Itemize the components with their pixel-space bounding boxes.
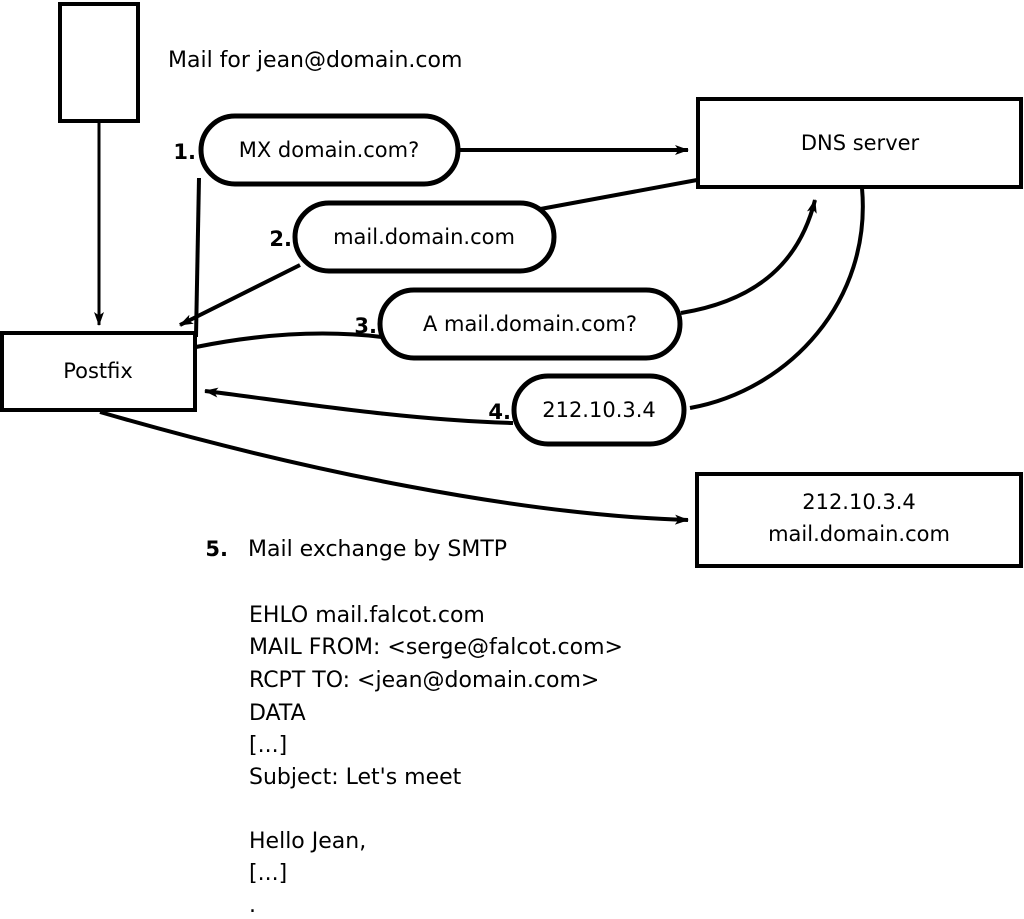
- transcript-line: Subject: Let's meet: [249, 765, 462, 790]
- node-target-server-ip: 212.10.3.4: [802, 490, 916, 514]
- step-bubble-1-label: MX domain.com?: [239, 138, 420, 162]
- smtp-step-label: Mail exchange by SMTP: [248, 537, 507, 562]
- transcript-line: .: [249, 893, 256, 918]
- transcript-line: MAIL FROM: <serge@falcot.com>: [249, 635, 623, 660]
- step-number-3: 3.: [354, 314, 377, 338]
- step-number-5: 5.: [205, 537, 228, 561]
- node-dns-server: DNS server: [696, 97, 1023, 189]
- edge-postfix-to-target-server: [99, 410, 689, 525]
- node-postfix-label: Postfix: [63, 359, 133, 383]
- edge-mx-answer-to-postfix: [179, 263, 301, 327]
- edge-postfix-to-mx-query: [194, 177, 201, 338]
- step-number-4: 4.: [488, 400, 511, 424]
- edge-postfix-to-a-query: [195, 331, 383, 349]
- smtp-transcript: EHLO mail.falcot.com MAIL FROM: <serge@f…: [249, 603, 623, 918]
- step-bubble-2-label: mail.domain.com: [333, 225, 515, 249]
- step-bubble-4-label: 212.10.3.4: [542, 398, 656, 422]
- step-bubble-2: mail.domain.com 2.: [269, 200, 557, 274]
- transcript-line: RCPT TO: <jean@domain.com>: [249, 668, 599, 693]
- step-bubble-3: A mail.domain.com? 3.: [354, 287, 683, 361]
- step-bubble-3-label: A mail.domain.com?: [423, 312, 637, 336]
- page-title: Mail for jean@domain.com: [168, 48, 462, 73]
- node-postfix: Postfix: [0, 331, 197, 412]
- step-number-1: 1.: [173, 140, 196, 164]
- node-target-server: 212.10.3.4 mail.domain.com: [695, 472, 1023, 568]
- transcript-line: Hello Jean,: [249, 829, 366, 854]
- node-target-server-host: mail.domain.com: [768, 522, 950, 546]
- step-bubble-1: MX domain.com? 1.: [173, 113, 461, 187]
- edge-a-answer-to-postfix: [204, 387, 514, 425]
- step-number-2: 2.: [269, 227, 292, 251]
- node-envelope: [58, 2, 140, 123]
- step-bubble-4: 212.10.3.4 4.: [488, 373, 687, 447]
- transcript-line: DATA: [249, 701, 306, 726]
- node-dns-server-label: DNS server: [801, 131, 920, 155]
- edge-dns-to-mx-answer: [534, 178, 698, 212]
- edge-dns-to-a-answer: [689, 187, 865, 410]
- transcript-line: EHLO mail.falcot.com: [249, 603, 485, 628]
- transcript-line: [...]: [249, 733, 287, 758]
- edge-a-query-to-dns: [680, 199, 817, 315]
- transcript-line: [...]: [249, 861, 287, 886]
